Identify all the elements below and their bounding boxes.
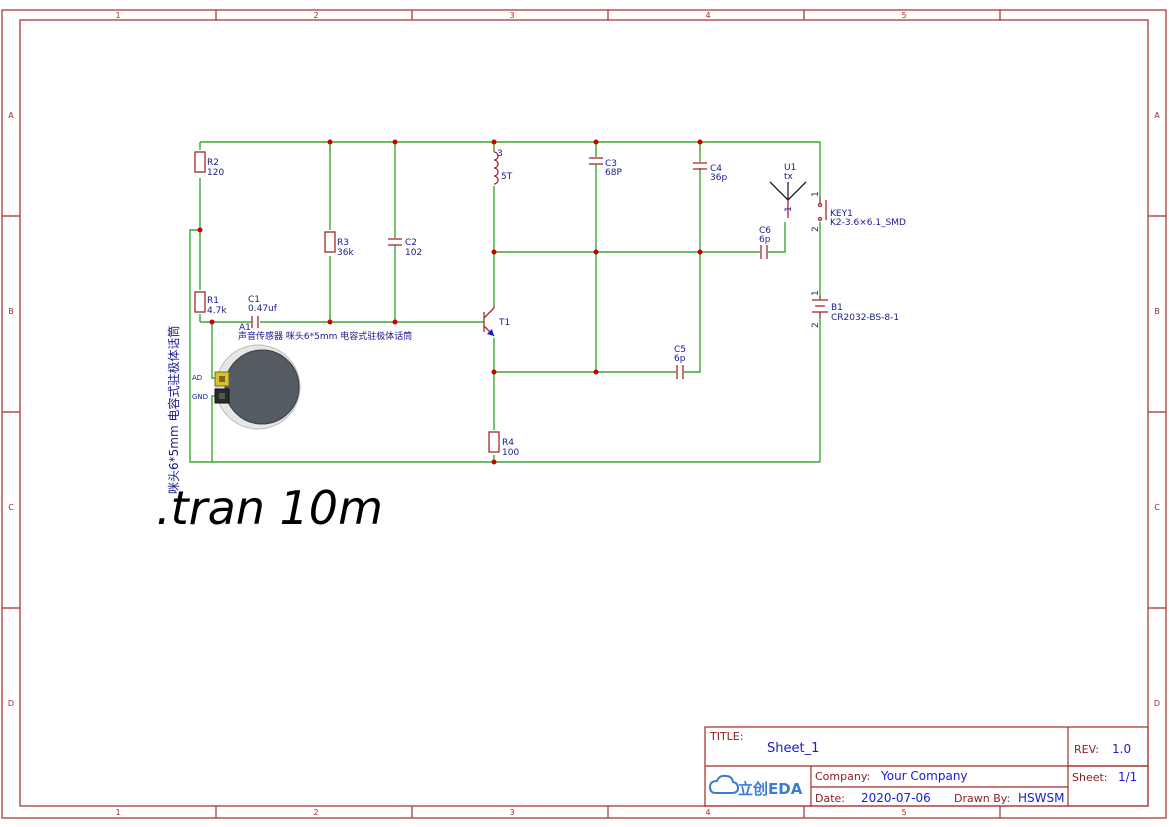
a1-ref: A1: [239, 323, 251, 333]
capacitor-c5[interactable]: C5 6p: [674, 345, 686, 379]
c4-ref: C4: [710, 164, 722, 174]
capacitor-c1[interactable]: C1 0.47uf: [248, 295, 278, 328]
date-value: 2020-07-06: [861, 791, 931, 805]
row-label-d: D: [8, 699, 14, 708]
rev-value: 1.0: [1112, 742, 1131, 756]
row-label-b: B: [8, 307, 14, 316]
c1-ref: C1: [248, 295, 260, 305]
resistor-r2[interactable]: R2 120: [194, 151, 224, 178]
rev-label: REV:: [1074, 743, 1099, 756]
col-label-3-bottom: 3: [509, 808, 514, 817]
col-label-1: 1: [115, 11, 120, 20]
c3-value: 68P: [605, 168, 622, 178]
b1-value: CR2032-BS-8-1: [831, 313, 899, 323]
capacitor-c2[interactable]: C2 102: [388, 238, 422, 258]
key1-pin-2: 2: [811, 226, 821, 232]
b1-pin-1: 1: [811, 290, 821, 296]
wires: [189, 141, 821, 463]
col-label-4-bottom: 4: [705, 808, 710, 817]
sheet-number: 1/1: [1118, 770, 1137, 784]
c5-ref: C5: [674, 345, 686, 355]
u1-value: tx: [784, 172, 794, 182]
row-label-d-right: D: [1154, 699, 1160, 708]
spice-directive[interactable]: .tran 10m: [156, 481, 383, 535]
r4-value: 100: [502, 448, 519, 458]
mic-pin-gnd: GND: [192, 393, 208, 401]
capacitor-c6[interactable]: C6 6p: [759, 226, 771, 259]
key1-pin-1: 1: [811, 191, 821, 197]
b1-ref: B1: [831, 303, 843, 313]
c4-value: 36p: [710, 173, 727, 183]
microphone-a1[interactable]: A1 声音传感器 咪头6*5mm 电容式驻极体话筒 咪头6*5mm 电容式驻极体…: [166, 323, 412, 494]
t1-ref: T1: [498, 318, 510, 328]
date-label: Date:: [815, 792, 845, 805]
col-label-4: 4: [705, 11, 710, 20]
switch-key1[interactable]: 1 2 KEY1 K2-3.6×6.1_SMD: [811, 191, 906, 232]
transistor-t1[interactable]: T1: [483, 306, 510, 337]
col-label-3: 3: [509, 11, 514, 20]
sheet-title: Sheet_1: [767, 741, 819, 756]
drawing-frame: 1 2 3 4 5 1 2 3 4 5 A B C D A B C D: [1, 9, 1167, 819]
u1-ref: U1: [784, 163, 796, 173]
b1-pin-2: 2: [811, 322, 821, 328]
r3-ref: R3: [337, 238, 349, 248]
l3-ref: 3: [497, 149, 503, 159]
u1-pin-1: 1: [784, 206, 794, 212]
r4-ref: R4: [502, 438, 514, 448]
drawn-by-value: HSWSM: [1018, 791, 1064, 805]
row-label-a: A: [8, 111, 14, 120]
inductor-l3[interactable]: 3 5T: [493, 149, 513, 185]
col-label-2: 2: [313, 11, 318, 20]
c5-value: 6p: [674, 354, 686, 364]
row-label-a-right: A: [1154, 111, 1160, 120]
l3-value: 5T: [501, 172, 513, 182]
r3-value: 36k: [337, 248, 354, 258]
sheet-label: Sheet:: [1072, 771, 1108, 784]
row-label-b-right: B: [1154, 307, 1160, 316]
title-label: TITLE:: [709, 730, 743, 743]
c6-value: 6p: [759, 235, 771, 245]
battery-b1[interactable]: 1 2 B1 CR2032-BS-8-1: [811, 290, 899, 328]
r2-ref: R2: [207, 158, 219, 168]
col-label-5: 5: [901, 11, 906, 20]
lceda-logo: 立创EDA: [708, 774, 803, 798]
company-label: Company:: [815, 770, 870, 783]
mic-pin-ad: AD: [192, 374, 202, 382]
capacitor-c3[interactable]: C3 68P: [589, 157, 622, 178]
drawn-by-label: Drawn By:: [954, 792, 1010, 805]
c1-value: 0.47uf: [248, 304, 278, 314]
c2-value: 102: [405, 248, 422, 258]
c6-ref: C6: [759, 226, 771, 236]
r2-value: 120: [207, 168, 224, 178]
resistor-r4[interactable]: R4 100: [488, 431, 519, 458]
logo-text: 立创EDA: [738, 780, 803, 798]
row-label-c: C: [8, 503, 14, 512]
capacitor-c4[interactable]: C4 36p: [693, 162, 727, 183]
resistor-r3[interactable]: R3 36k: [324, 231, 354, 258]
mic-vertical-label: 咪头6*5mm 电容式驻极体话筒: [166, 326, 181, 494]
col-label-2-bottom: 2: [313, 808, 318, 817]
col-label-1-bottom: 1: [115, 808, 120, 817]
r1-ref: R1: [207, 296, 219, 306]
title-block: TITLE: Sheet_1 REV: 1.0 Company: Your Co…: [704, 726, 1149, 807]
r1-value: 4.7k: [207, 306, 227, 316]
junctions: [197, 139, 703, 465]
resistor-r1[interactable]: R1 4.7k: [194, 291, 227, 316]
key1-value: K2-3.6×6.1_SMD: [830, 218, 906, 228]
col-label-5-bottom: 5: [901, 808, 906, 817]
antenna-u1[interactable]: U1 tx 1: [769, 163, 807, 218]
a1-desc: 声音传感器 咪头6*5mm 电容式驻极体话筒: [238, 330, 412, 342]
c3-ref: C3: [605, 159, 617, 169]
key1-ref: KEY1: [830, 209, 853, 219]
c2-ref: C2: [405, 238, 417, 248]
company-value: Your Company: [880, 769, 968, 783]
row-label-c-right: C: [1154, 503, 1160, 512]
